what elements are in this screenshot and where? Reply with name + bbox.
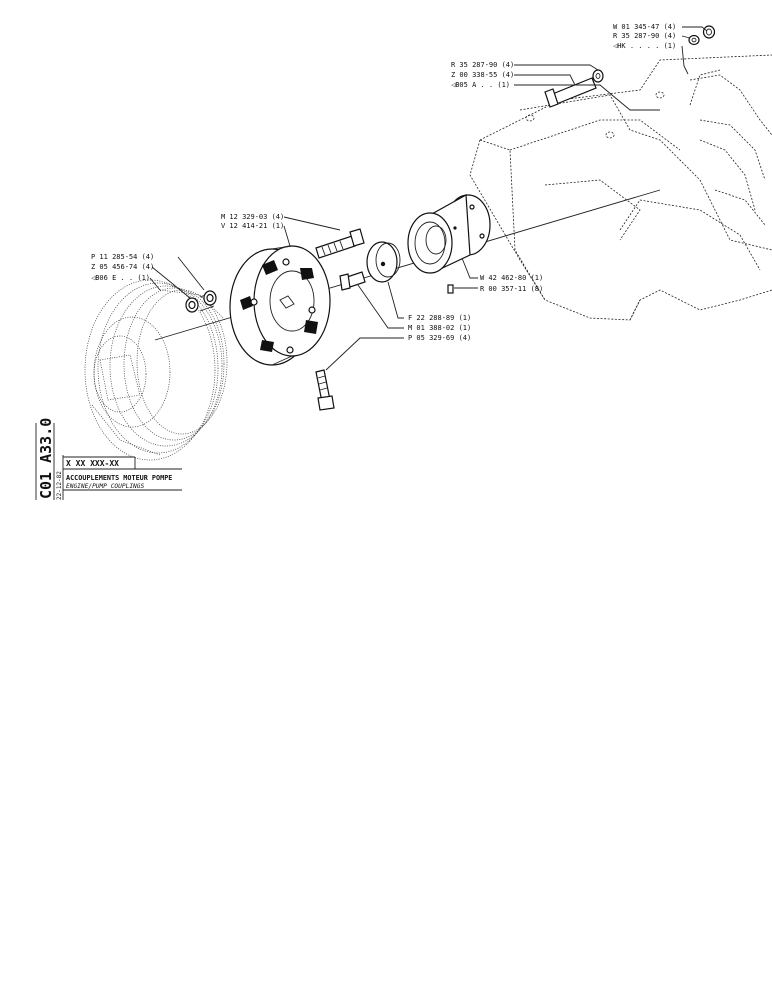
callout-m12329: M 12 329-03 (4): [221, 213, 284, 221]
part-code: X XX XXX-XX: [66, 459, 119, 468]
callouts: W 01 345-47 (4) R 35 287-90 (4) ◁HK . . …: [90, 23, 676, 342]
callout-r35287b: R 35 287-90 (4): [451, 61, 514, 69]
coupling-bolt: [315, 228, 365, 259]
flywheel-bolt: [315, 369, 335, 411]
callout-hk: ◁HK . . . . (1): [612, 42, 676, 50]
spacer-bushings: [185, 290, 217, 313]
callout-b06: ◁B06 E . . (1): [90, 274, 150, 282]
callout-p05329: P 05 329-69 (4): [408, 334, 471, 342]
ref-code: C01 A33.0: [37, 418, 55, 499]
flywheel: [84, 279, 228, 461]
leader-lines: [149, 26, 708, 371]
callout-p11285: P 11 285-54 (4): [91, 253, 154, 261]
callout-r00357: R 00 357-11 (8): [480, 285, 543, 293]
callout-w01345: W 01 345-47 (4): [613, 23, 676, 31]
callout-v12414: V 12 414-21 (1): [221, 222, 284, 230]
callout-w42462: W 42 462-80 (1): [480, 274, 543, 282]
title-en: ENGINE/PUMP COUPLINGS: [66, 483, 145, 490]
callout-r35287a: R 35 287-90 (4): [613, 32, 676, 40]
flexible-coupling: [229, 245, 331, 366]
callout-m01388: M 01 388-02 (1): [408, 324, 471, 332]
pump-housing: [469, 54, 772, 321]
callout-z05456: Z 05 456-74 (4): [91, 263, 154, 271]
hub-bolt: [339, 271, 366, 291]
pump-hub: [407, 194, 491, 294]
callout-f22288: F 22 288-89 (1): [408, 314, 471, 322]
retaining-disc: [366, 241, 401, 283]
callout-z00338: Z 00 338-55 (4): [451, 71, 514, 79]
housing-bolt: [544, 69, 604, 108]
title-block: C01 A33.0 22-12-82 X XX XXX-XX ACCOUPLEM…: [35, 418, 182, 500]
callout-b05: ◁B05 A . . (1): [450, 81, 510, 89]
nut-and-washer: [688, 25, 716, 46]
title-fr: ACCOUPLEMENTS MOTEUR POMPE: [66, 474, 172, 482]
side-code: 22-12-82: [56, 471, 63, 500]
